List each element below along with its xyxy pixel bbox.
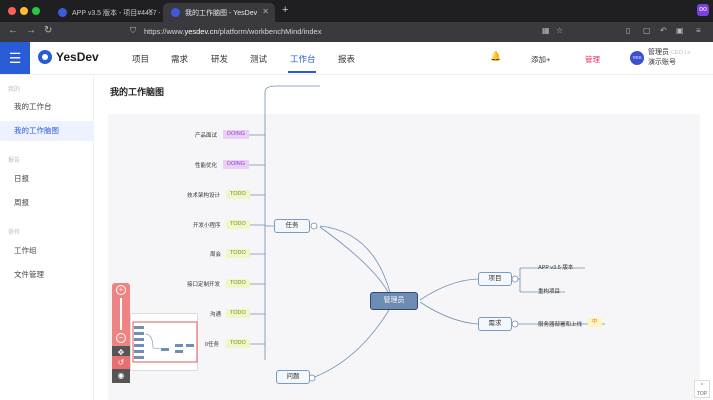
task-node-label[interactable]: 0任务: [205, 342, 220, 348]
minimap-preview: [132, 321, 198, 363]
close-tab-icon[interactable]: ✕: [262, 7, 269, 16]
reload-icon[interactable]: ↻: [44, 25, 53, 36]
nav-testing[interactable]: 测试: [250, 54, 268, 64]
project-node-label[interactable]: 重构项目: [538, 289, 561, 295]
history-back-icon[interactable]: ↶: [660, 26, 667, 35]
sidebar-item-daily-report[interactable]: 日报: [14, 174, 29, 183]
task-node-label[interactable]: 周会: [210, 252, 222, 258]
nav-project[interactable]: 项目: [132, 54, 150, 64]
status-badge: TODO: [226, 279, 250, 288]
yesdev-favicon-icon: [171, 8, 180, 17]
task-node-label[interactable]: 接口定制开发: [187, 282, 221, 288]
nav-requirement[interactable]: 需求: [171, 54, 189, 64]
nav-workbench[interactable]: 工作台: [290, 54, 316, 64]
active-nav-underline: [288, 71, 316, 73]
minimap[interactable]: [130, 313, 198, 371]
zoom-control[interactable]: + −: [112, 283, 130, 351]
sidebar-group-label: 我的: [8, 87, 21, 93]
browser-tab-mindmap[interactable]: 我的工作脑图 - YesDev ✕: [163, 3, 275, 22]
sidebar: 我的 我的工作台 我的工作脑图 报告 日报 周报 协作 工作组 文件管理: [0, 75, 94, 400]
project-node-label[interactable]: APP v3.5 版本: [538, 265, 574, 271]
status-badge: DOING: [223, 130, 250, 139]
yesdev-favicon-icon: [58, 8, 67, 17]
status-badge: DOING: [223, 160, 250, 169]
browser-tab-project[interactable]: APP v3.5 版本 - 项目#4417 - Yes ✕: [50, 3, 160, 22]
maximize-window-button[interactable]: [32, 7, 40, 15]
task-node-label[interactable]: 产品面试: [195, 133, 218, 139]
forward-arrow-icon[interactable]: →: [26, 25, 36, 36]
sidebar-group-label: 协作: [8, 230, 21, 236]
back-arrow-icon[interactable]: ←: [8, 25, 18, 36]
task-node-label[interactable]: 性能优化: [195, 163, 218, 169]
shield-icon[interactable]: ⛉: [130, 26, 136, 35]
manage-link[interactable]: 管理: [585, 55, 600, 64]
mindmap-canvas[interactable]: [108, 114, 700, 400]
screenshot-icon[interactable]: ▢: [643, 26, 651, 35]
bookmark-star-icon[interactable]: ☆: [556, 26, 564, 35]
nav-report[interactable]: 报表: [338, 54, 356, 64]
minimize-window-button[interactable]: [20, 7, 28, 15]
status-badge: TODO: [226, 339, 250, 348]
view-eye-icon[interactable]: ◉: [112, 369, 130, 383]
user-info[interactable]: 管理员 CEO Lv 演示账号: [648, 49, 691, 66]
task-node-label[interactable]: 沟通: [210, 312, 222, 318]
issues-node[interactable]: 问题: [276, 370, 310, 384]
root-node[interactable]: 管理员: [370, 292, 418, 310]
back-to-top-button[interactable]: ^ TOP: [694, 380, 710, 398]
priority-badge: 中: [588, 318, 602, 327]
browser-tab-bar: APP v3.5 版本 - 项目#4417 - Yes ✕ 我的工作脑图 - Y…: [0, 0, 713, 22]
task-node-label[interactable]: 技术架构设计: [187, 193, 221, 199]
extension-menu-icon[interactable]: ▣: [676, 26, 684, 35]
close-tab-icon[interactable]: ✕: [147, 7, 154, 16]
add-button[interactable]: 添加+: [531, 55, 551, 64]
sidebar-item-file-management[interactable]: 文件管理: [14, 270, 44, 279]
browser-toolbar: ← → ↻ ⛉ https://www.yesdev.cn/platform/w…: [0, 22, 713, 42]
tasks-node[interactable]: 任务: [274, 219, 310, 233]
logo-mark-icon: [38, 50, 52, 64]
avatar[interactable]: YES: [630, 51, 644, 65]
sidebar-item-my-mindmap[interactable]: 我的工作脑图: [0, 121, 94, 141]
zoom-out-button[interactable]: −: [116, 333, 126, 343]
bell-icon[interactable]: 🔔: [490, 51, 502, 61]
sidebar-item-weekly-report[interactable]: 周报: [14, 198, 29, 207]
header-divider: [0, 74, 713, 75]
app-viewport: ☰ YesDev 项目 需求 研发 测试 工作台 报表 🔔 添加+ 管理 YES…: [0, 42, 713, 400]
close-window-button[interactable]: [8, 7, 16, 15]
status-badge: TODO: [226, 220, 250, 229]
sidebar-item-my-workbench[interactable]: 我的工作台: [14, 102, 52, 111]
qr-code-icon[interactable]: ▦: [542, 26, 550, 35]
requirements-node[interactable]: 需求: [478, 317, 512, 331]
page-title: 我的工作脑图: [110, 87, 165, 97]
status-badge: TODO: [226, 249, 250, 258]
yesdev-logo[interactable]: YesDev: [38, 50, 99, 64]
status-badge: TODO: [226, 190, 250, 199]
extension-icon[interactable]: oo: [697, 4, 709, 16]
new-tab-icon[interactable]: +: [282, 4, 289, 16]
sidebar-item-workgroup[interactable]: 工作组: [14, 246, 37, 255]
projects-node[interactable]: 项目: [478, 272, 512, 286]
sidebar-group-label: 报告: [8, 158, 21, 164]
menu-icon[interactable]: ≡: [696, 26, 701, 35]
hamburger-menu-icon[interactable]: ☰: [0, 42, 30, 74]
requirement-node-label[interactable]: 服务器部署和上线: [538, 322, 583, 328]
chevron-up-icon: ^: [700, 383, 704, 389]
nav-development[interactable]: 研发: [211, 54, 229, 64]
status-badge: TODO: [226, 309, 250, 318]
zoom-slider-track[interactable]: [120, 298, 122, 330]
zoom-in-button[interactable]: +: [116, 285, 126, 295]
task-node-label[interactable]: 开发小程序: [193, 223, 221, 229]
sidebar-toggle-icon[interactable]: ▯: [626, 26, 631, 35]
address-bar[interactable]: https://www.yesdev.cn/platform/workbench…: [144, 27, 322, 36]
reset-icon[interactable]: ↺: [112, 356, 130, 370]
